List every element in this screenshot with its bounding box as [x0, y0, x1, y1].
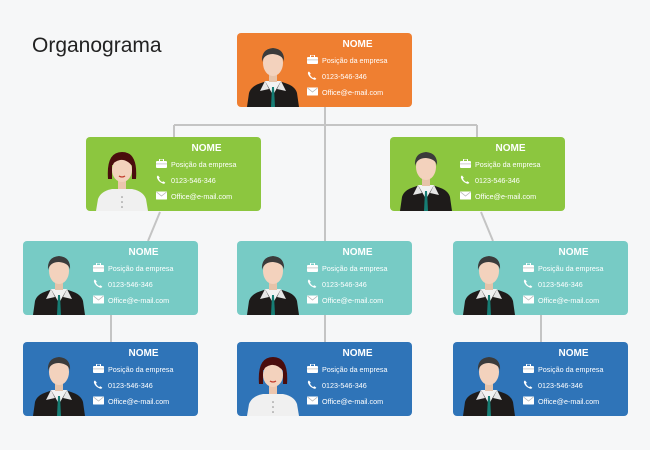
- envelope-icon: [523, 295, 534, 304]
- envelope-icon: [93, 396, 104, 405]
- card-name: NOME: [558, 348, 589, 359]
- card-name: NOME: [128, 348, 159, 359]
- org-card-l3-center[interactable]: NOME Posição da empresa 0123-546-346 Off…: [237, 241, 412, 315]
- phone-icon: [156, 175, 167, 184]
- card-email: Office@e-mail.com: [322, 397, 384, 406]
- briefcase-icon: [307, 364, 318, 373]
- card-email: Office@e-mail.com: [171, 192, 233, 201]
- org-card-l2-right[interactable]: NOME Posição da empresa 0123-546-346 Off…: [390, 137, 565, 211]
- card-email: Office@e-mail.com: [538, 296, 600, 305]
- card-position: Posiçãu da empresa: [538, 264, 604, 273]
- card-email: Office@e-mail.com: [108, 296, 170, 305]
- briefcase-icon: [523, 364, 534, 373]
- card-name: NOME: [128, 247, 159, 258]
- phone-icon: [93, 279, 104, 288]
- card-email: Office@e-mail.com: [475, 192, 537, 201]
- female-avatar-icon: [243, 352, 303, 416]
- phone-icon: [307, 71, 318, 80]
- card-phone: 0123-546-346: [108, 381, 153, 390]
- card-email: Office@e-mail.com: [322, 88, 384, 97]
- card-name: NOME: [191, 143, 222, 154]
- envelope-icon: [307, 295, 318, 304]
- org-card-l3-left[interactable]: NOME Posição da empresa 0123-546-346 Off…: [23, 241, 198, 315]
- card-phone: 0123-546-346: [322, 280, 367, 289]
- card-phone: 0123-546-346: [538, 280, 583, 289]
- card-name: NOME: [342, 348, 373, 359]
- briefcase-icon: [156, 159, 167, 168]
- connector-l2-right-to-l3-right: [480, 211, 494, 242]
- female-avatar-icon: [92, 147, 152, 211]
- phone-icon: [523, 279, 534, 288]
- briefcase-icon: [93, 364, 104, 373]
- card-name: NOME: [558, 247, 589, 258]
- envelope-icon: [460, 191, 471, 200]
- card-phone: 0123-546-346: [475, 176, 520, 185]
- briefcase-icon: [523, 263, 534, 272]
- male-avatar-icon: [396, 147, 456, 211]
- envelope-icon: [156, 191, 167, 200]
- card-phone: 0123-546-346: [538, 381, 583, 390]
- org-card-l4-right[interactable]: NOME Posição da empresa 0123-546-346 Off…: [453, 342, 628, 416]
- male-avatar-icon: [459, 251, 519, 315]
- envelope-icon: [93, 295, 104, 304]
- male-avatar-icon: [243, 251, 303, 315]
- card-position: Posição da empresa: [108, 365, 174, 374]
- card-position: Posição da empresa: [171, 160, 237, 169]
- page-title: Organograma: [32, 34, 162, 57]
- card-email: Office@e-mail.com: [322, 296, 384, 305]
- org-card-l4-center[interactable]: NOME Posição da empresa 0123-546-346 Off…: [237, 342, 412, 416]
- phone-icon: [460, 175, 471, 184]
- card-phone: 0123-546-346: [322, 381, 367, 390]
- phone-icon: [93, 380, 104, 389]
- card-name: NOME: [342, 39, 373, 50]
- envelope-icon: [307, 87, 318, 96]
- card-name: NOME: [342, 247, 373, 258]
- card-position: Posição da empresa: [108, 264, 174, 273]
- card-name: NOME: [495, 143, 526, 154]
- org-card-l3-right[interactable]: NOME Posiçãu da empresa 0123-546-346 Off…: [453, 241, 628, 315]
- org-card-ceo[interactable]: NOME Posição da empresa 0123-546-346 Off…: [237, 33, 412, 107]
- phone-icon: [307, 279, 318, 288]
- briefcase-icon: [307, 55, 318, 64]
- briefcase-icon: [307, 263, 318, 272]
- briefcase-icon: [93, 263, 104, 272]
- card-position: Posição da empresa: [322, 365, 388, 374]
- card-position: Posição da empresa: [538, 365, 604, 374]
- briefcase-icon: [460, 159, 471, 168]
- card-email: Office@e-mail.com: [108, 397, 170, 406]
- card-position: Posição da empresa: [322, 264, 388, 273]
- card-phone: 0123-546-346: [171, 176, 216, 185]
- phone-icon: [523, 380, 534, 389]
- envelope-icon: [523, 396, 534, 405]
- male-avatar-icon: [29, 251, 89, 315]
- card-position: Posição da empresa: [475, 160, 541, 169]
- org-card-l2-left[interactable]: NOME Posição da empresa 0123-546-346 Off…: [86, 137, 261, 211]
- connector-l2-left-to-l3-left: [147, 211, 161, 242]
- phone-icon: [307, 380, 318, 389]
- org-card-l4-left[interactable]: NOME Posição da empresa 0123-546-346 Off…: [23, 342, 198, 416]
- male-avatar-icon: [459, 352, 519, 416]
- male-avatar-icon: [29, 352, 89, 416]
- card-email: Office@e-mail.com: [538, 397, 600, 406]
- male-avatar-icon: [243, 43, 303, 107]
- card-phone: 0123-546-346: [322, 72, 367, 81]
- card-position: Posição da empresa: [322, 56, 388, 65]
- envelope-icon: [307, 396, 318, 405]
- card-phone: 0123-546-346: [108, 280, 153, 289]
